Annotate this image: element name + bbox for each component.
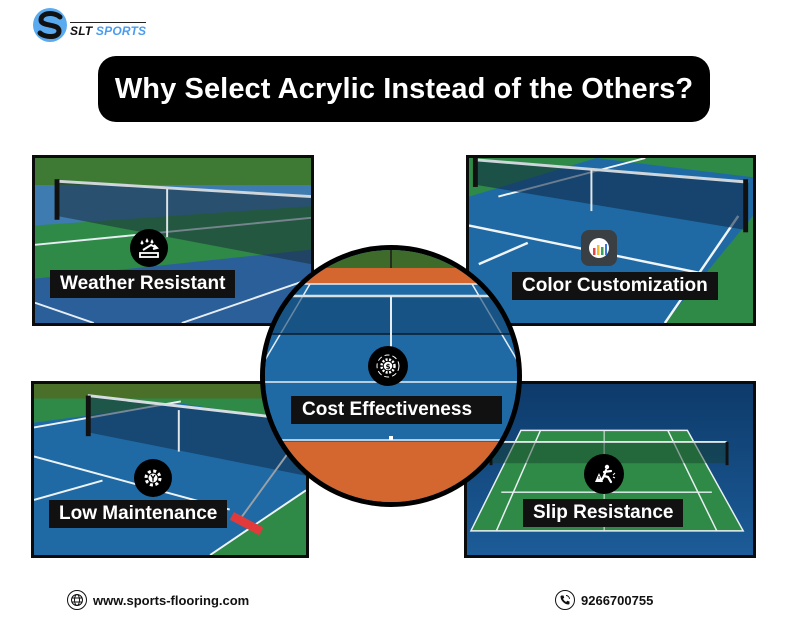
feature-card-low-maintenance: Low Maintenance bbox=[31, 381, 309, 558]
page-title-text: Why Select Acrylic Instead of the Others… bbox=[114, 72, 694, 105]
feature-card-color-customization: Color Customization bbox=[466, 155, 756, 326]
feature-label: Slip Resistance bbox=[523, 499, 684, 527]
slip-warning-icon bbox=[584, 454, 624, 494]
phone-icon bbox=[555, 590, 575, 610]
tennis-court-image bbox=[265, 250, 517, 502]
feature-card-cost-effectiveness: $ Cost Effectiveness bbox=[260, 245, 522, 507]
feature-label: Color Customization bbox=[512, 272, 718, 300]
logo-s-icon bbox=[33, 8, 67, 42]
phone-link[interactable]: 9266700755 bbox=[555, 590, 653, 610]
feature-label: Low Maintenance bbox=[49, 500, 228, 528]
brand-logo: SLT SPORTS bbox=[33, 8, 147, 42]
svg-text:$: $ bbox=[386, 363, 391, 371]
dollar-gear-icon: $ bbox=[368, 346, 408, 386]
weather-resistant-icon bbox=[130, 229, 168, 267]
phone-text[interactable]: 9266700755 bbox=[581, 592, 654, 608]
page-title: Why Select Acrylic Instead of the Others… bbox=[98, 56, 710, 122]
website-link[interactable]: www.sports-flooring.com bbox=[67, 590, 249, 610]
globe-icon bbox=[67, 590, 87, 610]
website-text[interactable]: www.sports-flooring.com bbox=[93, 592, 250, 608]
feature-card-weather-resistant: Weather Resistant bbox=[32, 155, 314, 326]
feature-label: Cost Effectiveness bbox=[291, 396, 502, 424]
wrench-gear-icon bbox=[134, 459, 172, 497]
brand-name: SLT SPORTS bbox=[70, 22, 147, 38]
feature-label: Weather Resistant bbox=[50, 270, 236, 298]
color-gear-chart-icon bbox=[581, 230, 617, 266]
